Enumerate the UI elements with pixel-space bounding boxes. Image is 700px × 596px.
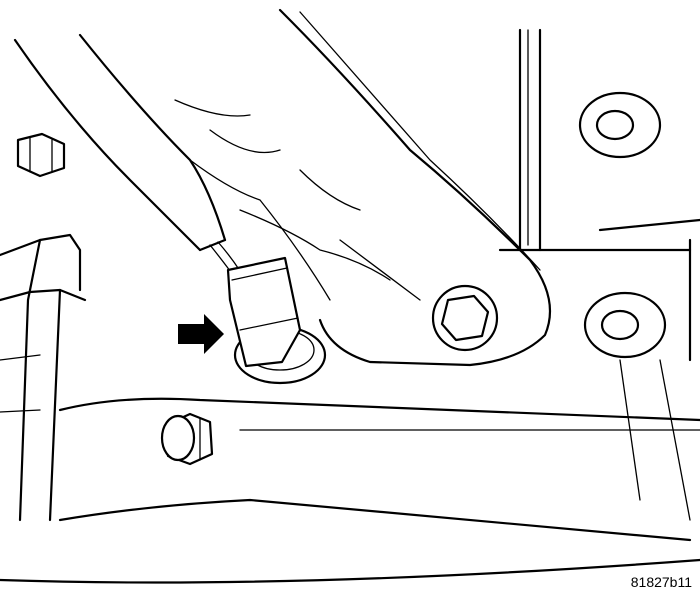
figure-id: 81827b11 [630,574,692,590]
pivot-bolt [431,284,499,352]
bolt-lower-left [160,412,214,466]
frame-member [0,397,700,584]
suspension-arm [174,8,552,367]
sensor-connector [226,256,302,368]
arrow-right-icon [178,314,224,354]
wiring-harness [13,33,249,286]
bolt-left [16,132,66,178]
mounting-bosses [578,91,667,359]
